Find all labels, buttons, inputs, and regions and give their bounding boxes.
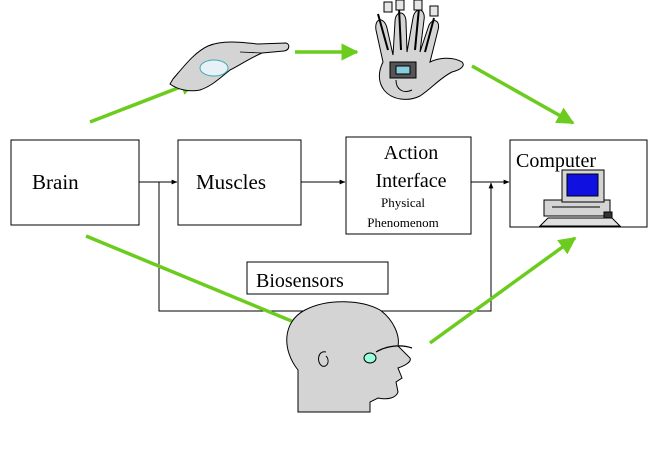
muscles-box	[177, 139, 302, 226]
head-sensor-icon	[286, 301, 413, 413]
muscles-label: Muscles	[196, 170, 266, 194]
biosensors-box	[246, 261, 389, 295]
action-interface-box	[345, 136, 472, 235]
action-label: Action	[384, 142, 438, 164]
computer-label: Computer	[516, 150, 596, 172]
desktop-computer-icon	[538, 169, 622, 227]
interface-label: Interface	[375, 170, 446, 192]
hand-gesture-icon	[169, 41, 290, 92]
data-glove-icon	[375, 0, 464, 100]
glove-to-computer-arrow	[471, 64, 575, 125]
phenomenom-label: Phenomenom	[367, 215, 439, 230]
brain-label: Brain	[32, 170, 79, 194]
biosensors-label: Biosensors	[256, 270, 344, 292]
physical-label: Physical	[381, 195, 425, 210]
brain-box	[10, 139, 140, 226]
head-to-computer-arrow	[428, 236, 577, 345]
